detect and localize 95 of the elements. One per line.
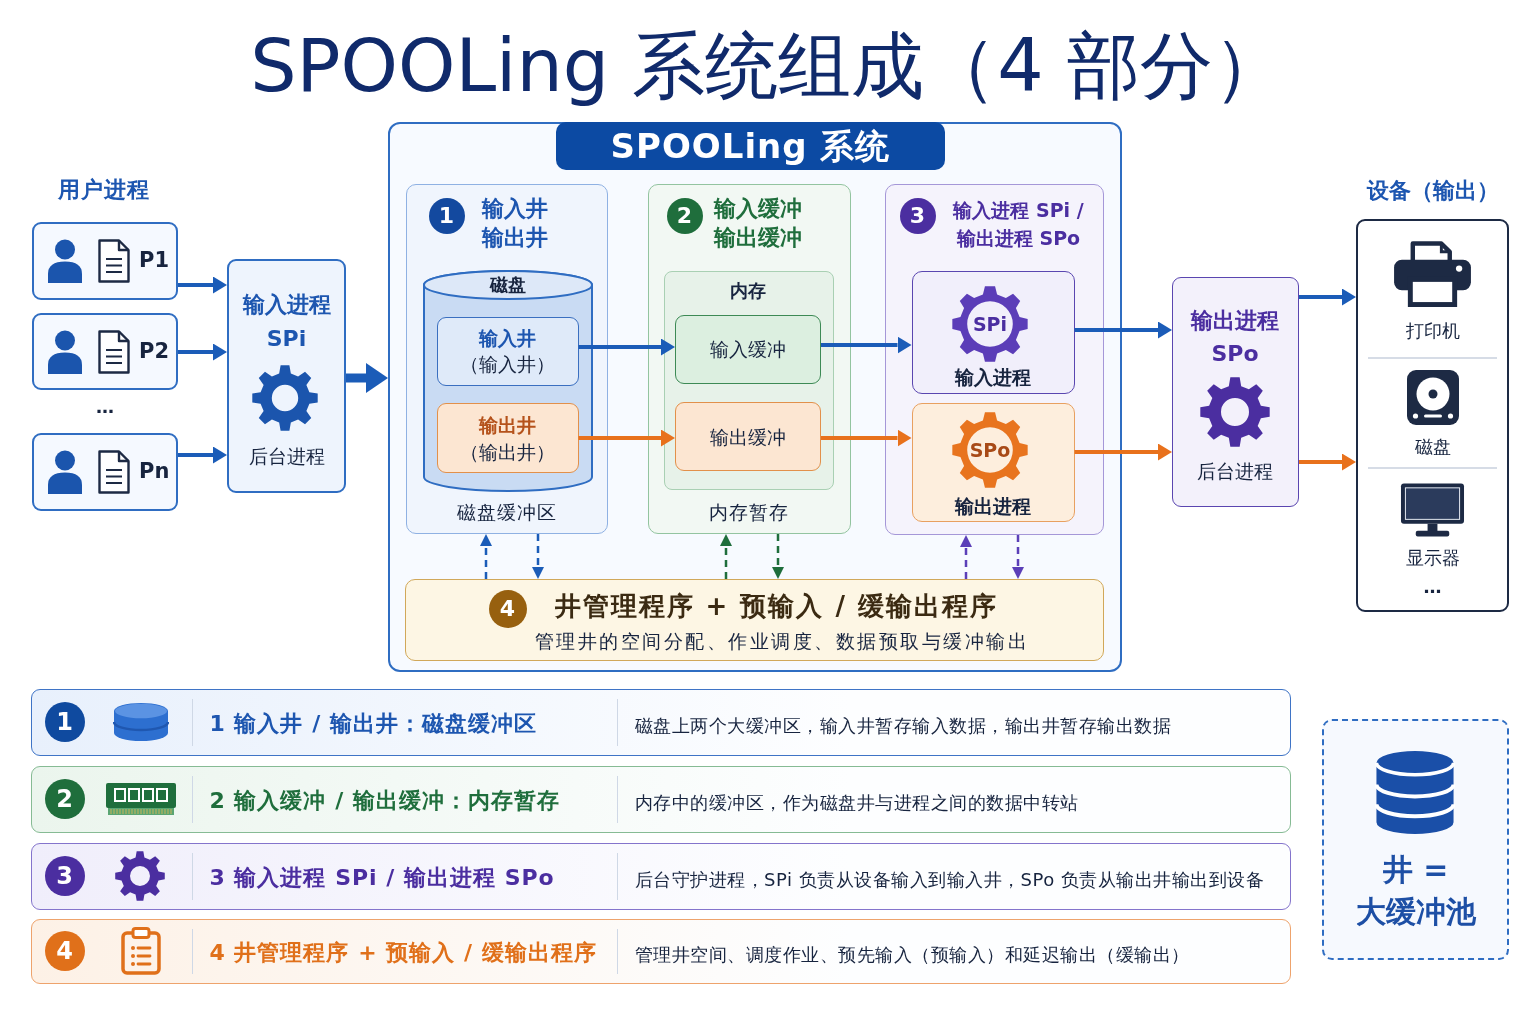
dashed-arrow: [720, 534, 732, 579]
panel-heading: 井管理程序 + 预输入 / 缓输出程序: [554, 590, 998, 622]
summary-row: [31, 843, 1291, 910]
number-badge: 1: [428, 197, 465, 234]
dashed-arrow: [772, 534, 784, 579]
gear-label: SPi: [971, 313, 1009, 336]
process-caption: 后台进程: [247, 445, 326, 468]
more-indicator: …: [1422, 576, 1443, 598]
arrow: [821, 336, 912, 354]
process-name: P1: [139, 248, 169, 274]
row-description: 后台守护进程，SPi 负责从设备输入到输入井，SPo 负责从输出井输出到设备: [634, 869, 1265, 891]
note-box: [1322, 719, 1509, 960]
number-badge: 3: [899, 197, 936, 234]
buffer-subtitle: （输入井）: [458, 353, 556, 376]
number-badge: 4: [488, 589, 527, 628]
number-badge: 1: [44, 702, 85, 742]
buffer-name: 输入井: [477, 327, 537, 350]
arrow: [1299, 453, 1356, 471]
number-badge: 2: [44, 779, 85, 819]
arrow: [178, 343, 227, 361]
process-name: Pn: [139, 459, 170, 485]
buffer-box: [436, 316, 579, 386]
dashed-arrow: [480, 534, 492, 579]
panel-heading: 输出缓冲: [713, 224, 802, 251]
number-badge: 2: [666, 197, 703, 234]
row-title: 1 输入井 / 输出井：磁盘缓冲区: [209, 711, 537, 738]
process-title: 输出进程 SPo: [1189, 306, 1280, 368]
process-box: [911, 402, 1075, 522]
dashed-arrow: [960, 535, 972, 579]
process-box: [32, 222, 178, 300]
arrow: [178, 276, 227, 294]
row-description: 管理井空间、调度作业、预先输入（预输入）和延迟输出（缓输出）: [634, 944, 1190, 966]
process-box: [32, 433, 178, 511]
dashed-arrow: [532, 534, 544, 579]
disk-cylinder: [422, 269, 593, 492]
panel-heading: 输入井: [481, 195, 548, 222]
device-name: 显示器: [1404, 547, 1461, 569]
process-name: P2: [139, 338, 169, 364]
process-box: [911, 270, 1075, 394]
summary-row: [31, 689, 1291, 756]
component-panel: [885, 184, 1104, 535]
buffer-name: 输出缓冲: [708, 425, 787, 449]
number-badge: 4: [44, 931, 85, 971]
row-title: 2 输入缓冲 / 输出缓冲：内存暂存: [209, 788, 560, 815]
panel-heading: 输出井: [481, 224, 548, 251]
memory-panel: [663, 270, 834, 490]
buffer-box: [675, 402, 821, 471]
process-title: 输入进程 SPi: [241, 291, 332, 353]
process-caption: 输出进程: [953, 495, 1032, 518]
component-panel: [648, 184, 851, 534]
page-title: SPOOLing 系统组成（4 部分）: [249, 22, 1287, 110]
memory-label: 内存: [729, 280, 767, 302]
arrow: [1074, 443, 1172, 461]
arrow: [1299, 288, 1356, 306]
panel-heading: 输入缓冲: [713, 195, 802, 222]
buffer-name: 输入缓冲: [708, 337, 787, 361]
arrow: [821, 429, 912, 447]
buffer-name: 输出井: [477, 414, 537, 437]
row-title: 4 井管理程序 + 预输入 / 缓输出程序: [209, 940, 597, 967]
row-description: 磁盘上两个大缓冲区，输入井暂存输入数据，输出井暂存输出数据: [634, 715, 1171, 737]
cylinder-label: 磁盘: [488, 273, 527, 296]
component-panel: [406, 184, 608, 534]
panel-caption: 磁盘缓冲区: [455, 500, 558, 524]
summary-row: [31, 766, 1291, 833]
process-caption: 输入进程: [953, 366, 1032, 389]
container-title-tab: SPOOLing 系统: [556, 122, 945, 170]
process-box: [1172, 277, 1299, 507]
group-heading: 用户进程: [58, 177, 150, 204]
buffer-box: [436, 402, 579, 473]
dashed-arrow: [1012, 535, 1024, 579]
process-box: [32, 313, 178, 390]
buffer-box: [675, 315, 821, 384]
panel-description: 管理井的空间分配、作业调度、数据预取与缓冲输出: [534, 629, 1029, 653]
row-title: 3 输入进程 SPi / 输出进程 SPo: [209, 865, 555, 892]
arrow: [578, 338, 675, 356]
process-caption: 后台进程: [1196, 459, 1274, 483]
arrow: [1074, 321, 1172, 339]
arrow: [178, 446, 227, 464]
component-panel: [405, 579, 1104, 661]
device-heading: 设备（输出）: [1365, 178, 1500, 205]
gear-label: SPo: [968, 439, 1012, 462]
system-container: [388, 122, 1122, 672]
row-description: 内存中的缓冲区，作为磁盘井与进程之间的数据中转站: [634, 792, 1079, 814]
note-text: 井 = 大缓冲池: [1354, 851, 1477, 931]
process-box: [227, 259, 346, 493]
device-name: 磁盘: [1413, 436, 1452, 458]
panel-heading: 输入进程 SPi / 输出进程 SPo: [951, 197, 1085, 251]
more-indicator: …: [95, 396, 115, 418]
panel-caption: 内存暂存: [708, 500, 790, 524]
summary-row: [31, 919, 1291, 984]
buffer-subtitle: （输出井）: [458, 441, 556, 464]
number-badge: 3: [44, 856, 85, 896]
thick-arrow: [346, 363, 388, 393]
device-name: 打印机: [1404, 320, 1461, 342]
arrow: [578, 429, 675, 447]
